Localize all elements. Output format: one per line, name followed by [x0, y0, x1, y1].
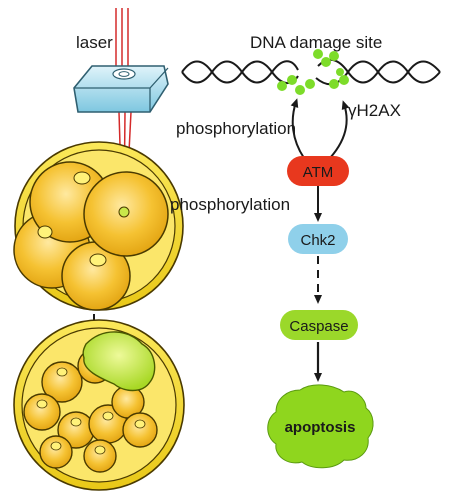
- chk2-label: Chk2: [300, 232, 335, 249]
- caspase-label: Caspase: [289, 318, 348, 335]
- arrow-atm-to-dna-left: [290, 98, 305, 159]
- phosphorylation-lower-label: phosphorylation: [170, 195, 290, 214]
- atm-label: ATM: [303, 164, 334, 181]
- embryo-after: [13, 319, 185, 491]
- caspase-node: Caspase: [280, 310, 358, 340]
- chk2-node: Chk2: [288, 224, 348, 254]
- damaged-cell: [82, 331, 156, 392]
- atm-node: ATM: [287, 156, 349, 186]
- apoptosis-node: apoptosis: [267, 384, 374, 469]
- dna-strand-left: [181, 60, 299, 84]
- gamma-h2ax-label: γH2AX: [348, 101, 401, 120]
- gamma-h2ax-dots: [277, 49, 349, 95]
- apoptosis-label: apoptosis: [285, 419, 356, 436]
- laser-device: [73, 65, 169, 113]
- dna-damage-site-label: DNA damage site: [250, 33, 382, 52]
- embryo-before: [13, 141, 184, 311]
- laser-label: laser: [76, 33, 113, 52]
- phosphorylation-upper-label: phosphorylation: [176, 119, 296, 138]
- arrow-atm-to-dna-right: [329, 100, 350, 159]
